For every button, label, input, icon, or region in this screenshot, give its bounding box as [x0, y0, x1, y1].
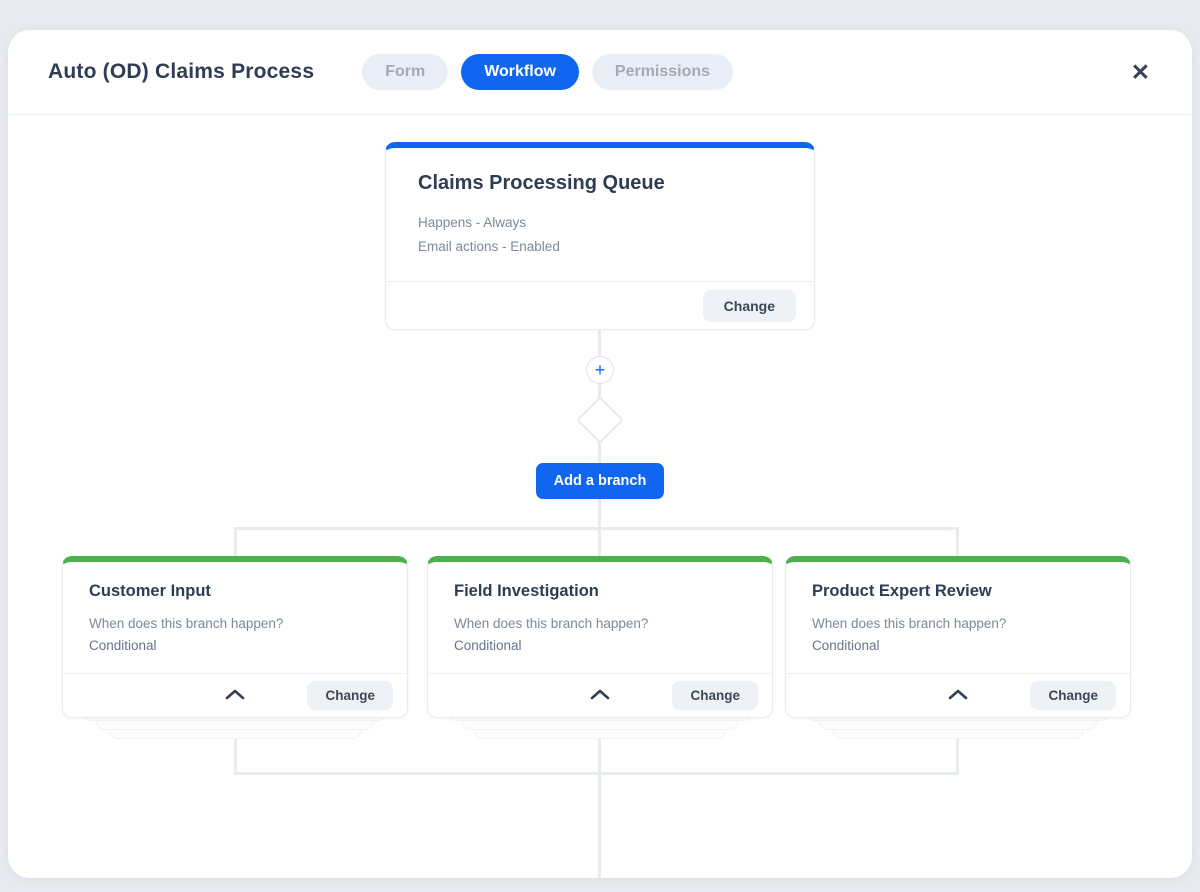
chevron-up-icon — [948, 689, 968, 700]
tab-workflow[interactable]: Workflow — [461, 54, 579, 90]
page-title: Auto (OD) Claims Process — [48, 60, 315, 83]
chevron-up-icon — [225, 689, 245, 700]
branch-title: Customer Input — [89, 582, 211, 600]
collapse-button[interactable] — [940, 684, 976, 707]
connector-exit-line — [598, 739, 601, 878]
trigger-card-body: Claims Processing Queue Happens - Always… — [386, 148, 814, 259]
branch-condition-value: Conditional — [454, 638, 522, 653]
branch-split-line — [234, 527, 959, 530]
branch-question: When does this branch happen? — [89, 616, 284, 631]
branch-question: When does this branch happen? — [454, 616, 649, 631]
branch-card-product-expert-review[interactable]: Product Expert Review When does this bra… — [785, 556, 1131, 718]
trigger-email-actions-line: Email actions - Enabled — [418, 239, 560, 254]
merge-rise-line-left — [234, 739, 237, 772]
branch-title: Field Investigation — [454, 582, 599, 600]
trigger-happens-line: Happens - Always — [418, 215, 527, 230]
tab-form[interactable]: Form — [362, 54, 449, 90]
branch-change-button[interactable]: Change — [307, 681, 393, 710]
trigger-card-title: Claims Processing Queue — [418, 172, 665, 194]
branch-change-button[interactable]: Change — [672, 681, 758, 710]
branch-title: Product Expert Review — [812, 582, 992, 600]
branch-card-field-investigation[interactable]: Field Investigation When does this branc… — [427, 556, 773, 718]
merge-rise-line-right — [956, 739, 959, 772]
trigger-card[interactable]: Claims Processing Queue Happens - Always… — [385, 142, 815, 330]
branch-card-customer-input[interactable]: Customer Input When does this branch hap… — [62, 556, 408, 718]
trigger-change-button[interactable]: Change — [702, 289, 796, 322]
tab-permissions[interactable]: Permissions — [591, 54, 734, 90]
trigger-card-footer: Change — [386, 281, 814, 329]
collapse-button[interactable] — [217, 684, 253, 707]
branch-condition-value: Conditional — [89, 638, 157, 653]
add-branch-button[interactable]: Add a branch — [536, 463, 664, 499]
decision-diamond — [575, 395, 625, 445]
chevron-up-icon — [590, 689, 610, 700]
branch-change-button[interactable]: Change — [1030, 681, 1116, 710]
modal-header: Auto (OD) Claims Process Form Workflow P… — [8, 30, 1192, 115]
trigger-card-details: Happens - Always Email actions - Enabled — [418, 211, 782, 259]
branch-drop-line-right — [956, 527, 959, 556]
tab-bar: Form Workflow Permissions — [362, 54, 734, 90]
branch-drop-line-left — [234, 527, 237, 556]
branch-merge-line — [234, 772, 959, 775]
collapse-button[interactable] — [582, 684, 618, 707]
workflow-canvas: Claims Processing Queue Happens - Always… — [8, 115, 1192, 878]
close-icon[interactable]: ✕ — [1130, 58, 1150, 85]
branch-question: When does this branch happen? — [812, 616, 1007, 631]
workflow-editor-modal: Auto (OD) Claims Process Form Workflow P… — [8, 30, 1192, 878]
branch-condition-value: Conditional — [812, 638, 880, 653]
add-step-plus-icon[interactable]: + — [586, 356, 614, 384]
